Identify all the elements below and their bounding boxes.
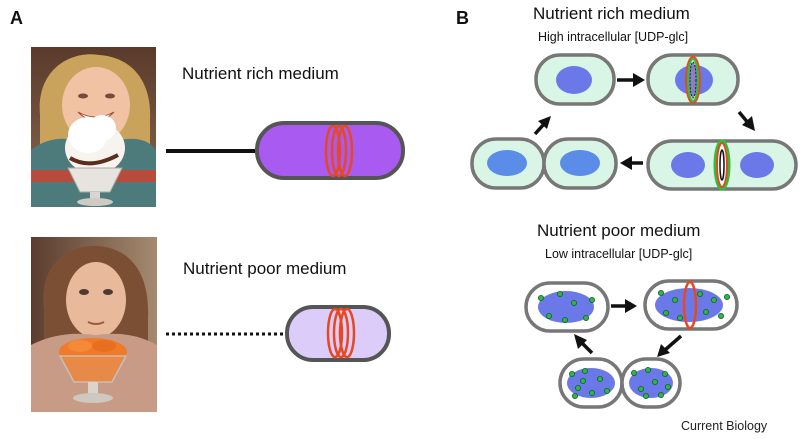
rich-cycle-arrows [533, 73, 755, 170]
rich-cycle [470, 53, 798, 191]
poor-medium-label: Nutrient poor medium [183, 259, 347, 278]
poor-cell [285, 305, 391, 362]
rich-cell-newborn [534, 53, 616, 106]
poor-ftsz-ring [326, 307, 356, 359]
rich-cell-ring-forming [646, 53, 740, 106]
panel-b-letter: B [456, 8, 469, 28]
girl-with-carrots-photo [31, 237, 157, 412]
rich-ftsz-ring [324, 124, 354, 178]
rich-medium-label: Nutrient rich medium [182, 64, 339, 83]
poor-subtitle: Low intracellular [UDP-glc] [545, 247, 693, 261]
rich-cell [255, 121, 405, 180]
rich-subtitle: High intracellular [UDP-glc] [538, 30, 689, 44]
rich-title: Nutrient rich medium [533, 4, 690, 23]
rich-daughter-cells [470, 137, 618, 190]
journal-credit: Current Biology [681, 419, 768, 433]
poor-cell-ring-forming [643, 279, 739, 331]
rich-cell-dividing [646, 139, 798, 191]
poor-dotted-arrow [166, 318, 305, 350]
poor-cycle-arrows [574, 299, 683, 357]
poor-cycle [524, 279, 739, 409]
girl-with-ice-cream-sundae-photo [31, 47, 156, 207]
poor-title: Nutrient poor medium [537, 221, 701, 240]
poor-daughter-cells [558, 357, 682, 409]
panel-a-letter: A [10, 8, 23, 28]
poor-cell-newborn [524, 281, 610, 333]
